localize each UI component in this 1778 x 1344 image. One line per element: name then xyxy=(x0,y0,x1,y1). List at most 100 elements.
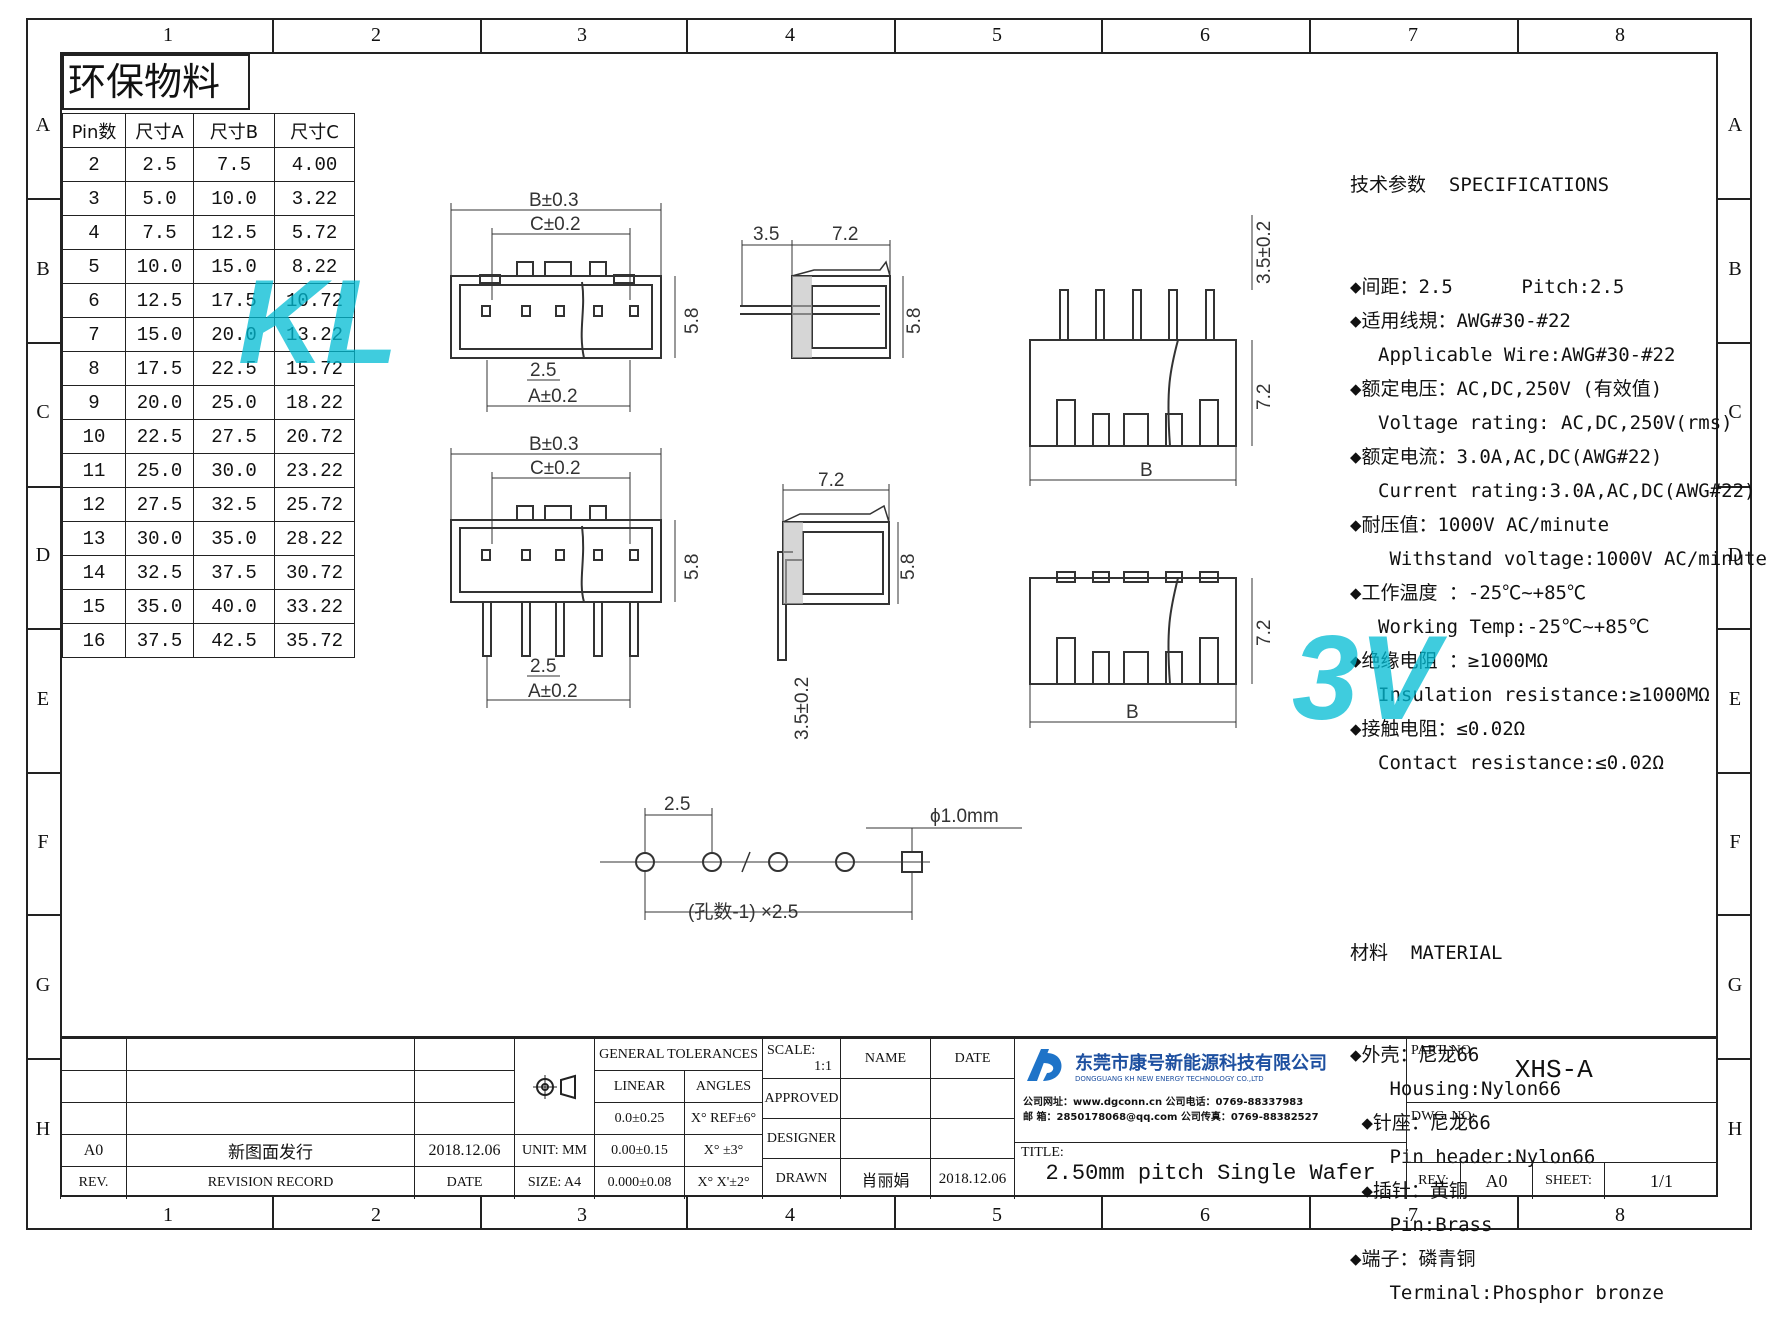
material-line: Terminal:Phosphor bronze xyxy=(1378,1282,1664,1304)
table-cell: 7.5 xyxy=(193,147,275,182)
company-contact-2: 邮 箱：2850178068@qq.com 公司传真：0769-88382527 xyxy=(1023,1112,1319,1123)
row-label-left: F xyxy=(37,831,49,853)
frame-tick xyxy=(26,772,60,774)
dim-pin-tol-2: 3.5±0.2 xyxy=(792,677,813,740)
dim-height-2: 5.8 xyxy=(904,308,925,334)
dim-hole: ϕ1.0mm xyxy=(930,806,999,827)
dim-hole-rule: (孔数-1) ×2.5 xyxy=(688,901,798,923)
linear-label: LINEAR xyxy=(594,1070,684,1102)
column-label-top: 3 xyxy=(577,24,587,46)
watermark-right: 3V xyxy=(1292,611,1439,745)
dwg-no-cell: DWG. NO: xyxy=(1406,1102,1718,1162)
frame-tick xyxy=(26,198,60,200)
technical-drawing: B±0.3 C±0.2 A±0.2 2.5 B±0.3 C±0.2 A±0.2 … xyxy=(450,190,1275,923)
company-name-cn: 东莞市康号新能源科技有限公司 xyxy=(1075,1053,1327,1074)
table-cell: 10 xyxy=(62,419,126,454)
material-line: ◆插针：黄铜 xyxy=(1350,1180,1468,1202)
top-side-view xyxy=(740,240,904,359)
column-label-top: 5 xyxy=(992,24,1002,46)
table-cell: 2.5 xyxy=(125,147,194,182)
angles-label: ANGLES xyxy=(684,1070,762,1102)
front-view-top xyxy=(1029,215,1253,486)
frame-tick xyxy=(1718,342,1752,344)
spec-line: ◆工作温度 ：-25℃~+85℃ xyxy=(1350,582,1586,604)
rev-cell-1 xyxy=(60,1038,126,1070)
dwg-no-label: DWG. NO: xyxy=(1411,1109,1476,1124)
rev-cell-3 xyxy=(414,1038,514,1070)
material-line: Housing:Nylon66 xyxy=(1378,1078,1562,1100)
column-label-bottom: 3 xyxy=(577,1204,587,1226)
material-line: Pin:Brass xyxy=(1378,1214,1493,1236)
drawn-name: 肖丽娟 xyxy=(840,1158,930,1199)
spec-line: ◆适用线規：AWG#30-#22 xyxy=(1350,310,1571,332)
drawn-date: 2018.12.06 xyxy=(930,1158,1014,1199)
dim-height-4: 5.8 xyxy=(898,554,919,580)
table-cell: 42.5 xyxy=(193,623,275,658)
frame-tick xyxy=(26,1058,60,1060)
frame-tick xyxy=(686,18,688,52)
name-label: NAME xyxy=(840,1038,930,1078)
table-cell: 25.0 xyxy=(193,385,275,420)
frame-tick xyxy=(1309,1196,1311,1230)
scale-cell: SCALE: 1:1 xyxy=(762,1038,840,1078)
sheet-value: 1/1 xyxy=(1604,1162,1718,1199)
column-label-bottom: 5 xyxy=(992,1204,1002,1226)
table-cell: 14 xyxy=(62,555,126,590)
row-label-left: A xyxy=(35,114,51,136)
angle-tol-3: X° X'±2° xyxy=(684,1166,762,1199)
frame-tick xyxy=(480,1196,482,1230)
rev2-value: A0 xyxy=(1460,1162,1532,1199)
table-cell: 28.22 xyxy=(274,521,355,556)
frame-tick xyxy=(26,342,60,344)
table-cell: 25.72 xyxy=(274,487,355,522)
dim-b-tol-1: B±0.3 xyxy=(529,190,579,211)
bottom-side-view xyxy=(777,484,899,661)
spec-line: ◆间距：2.5 Pitch:2.5 xyxy=(1350,276,1625,298)
table-cell: 37.5 xyxy=(125,623,194,658)
frame-tick xyxy=(1718,198,1752,200)
table-cell: 7 xyxy=(62,317,126,352)
outer-frame xyxy=(26,18,1752,1230)
frame-tick xyxy=(1718,1058,1752,1060)
front-view-bottom xyxy=(1029,571,1253,728)
angle-tol-1: X° REF±6° xyxy=(684,1102,762,1134)
bottom-left-view xyxy=(450,448,676,708)
table-cell: 20.0 xyxy=(193,317,275,352)
rev2-label: REV: xyxy=(1406,1162,1460,1199)
frame-tick xyxy=(26,486,60,488)
rev-description: 新图面发行 xyxy=(126,1134,414,1166)
spec-line: Withstand voltage:1000V AC/minute xyxy=(1378,548,1767,570)
size: SIZE: A4 xyxy=(514,1166,594,1199)
dim-depth-1: 7.2 xyxy=(832,224,858,245)
header-size-a: 尺寸A xyxy=(125,113,194,148)
part-no: XHS-A xyxy=(1514,1055,1593,1085)
frame-tick xyxy=(480,18,482,52)
header-size-b: 尺寸B xyxy=(193,113,275,148)
rev-value: A0 xyxy=(60,1134,126,1166)
column-label-bottom: 2 xyxy=(371,1204,381,1226)
designer-label: DESIGNER xyxy=(762,1118,840,1158)
linear-tol-2: 0.00±0.15 xyxy=(594,1134,684,1166)
unit: UNIT: MM xyxy=(514,1134,594,1166)
frame-tick xyxy=(894,1196,896,1230)
table-cell: 27.5 xyxy=(193,419,275,454)
rev-cell-8 xyxy=(126,1102,414,1134)
table-cell: 7.5 xyxy=(125,215,194,250)
row-label-right: F xyxy=(1729,831,1741,853)
table-cell: 4.00 xyxy=(274,147,355,182)
projection-symbol-cell xyxy=(514,1038,594,1134)
table-cell: 8.22 xyxy=(274,249,355,284)
part-no-cell: PART. NO: XHS-A xyxy=(1406,1038,1718,1102)
date-label: DATE xyxy=(414,1166,514,1199)
dim-pitch-2: 2.5 xyxy=(530,656,556,677)
frame-tick xyxy=(1517,18,1519,52)
table-cell: 27.5 xyxy=(125,487,194,522)
revision-record-label: REVISION RECORD xyxy=(126,1166,414,1199)
table-cell: 22.5 xyxy=(125,419,194,454)
table-cell: 35.72 xyxy=(274,623,355,658)
projection-icon xyxy=(532,1074,576,1099)
